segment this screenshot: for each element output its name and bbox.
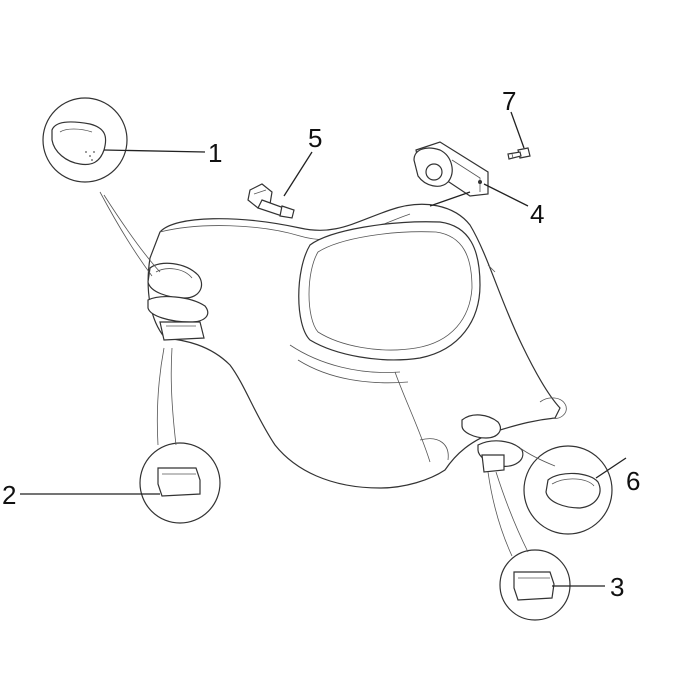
switch-detail-6	[519, 445, 613, 535]
leader-line-7	[510, 111, 525, 149]
leader-line-4b	[429, 191, 471, 207]
callout-1: 1	[208, 138, 222, 168]
screw-part-7	[507, 147, 531, 160]
callout-2: 2	[2, 480, 16, 510]
switch-part-5	[247, 183, 295, 219]
leader-line-5	[283, 151, 313, 197]
body-switch-openings	[147, 262, 591, 489]
switch-detail-1	[42, 97, 161, 277]
switch-detail-3	[487, 471, 571, 621]
callout-labels: 1 2 3 4 5 6 7	[2, 86, 640, 602]
callout-6: 6	[626, 466, 640, 496]
leader-line-6	[595, 457, 627, 479]
leader-line-1	[103, 149, 206, 153]
switch-detail-2	[139, 347, 221, 524]
leader-lines	[20, 111, 627, 587]
callout-5: 5	[308, 123, 322, 153]
leader-line-4	[483, 183, 529, 207]
callout-4: 4	[530, 199, 544, 229]
callout-7: 7	[502, 86, 516, 116]
callout-3: 3	[610, 572, 624, 602]
bracket-part-4	[413, 141, 489, 197]
handlebar-cover	[147, 203, 567, 489]
